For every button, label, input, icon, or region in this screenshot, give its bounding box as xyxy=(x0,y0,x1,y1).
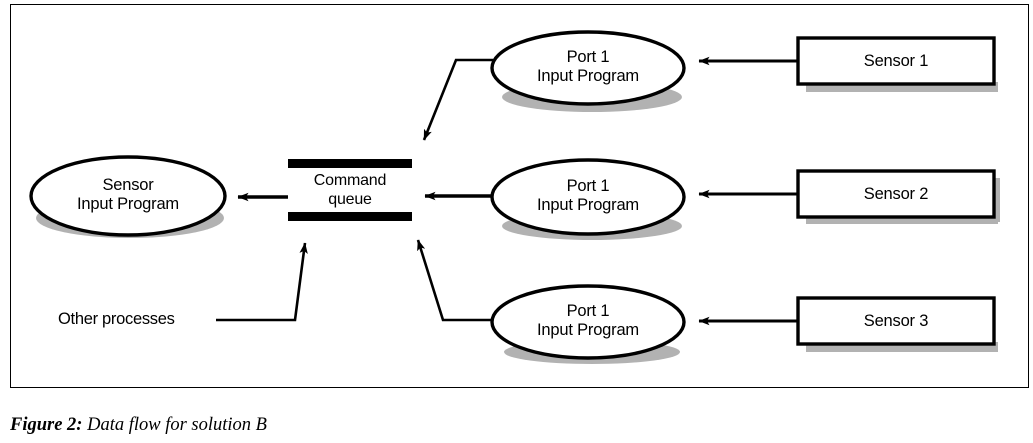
figure-caption-text: Data flow for solution B xyxy=(82,415,267,435)
sensor-1-label: Sensor 1 xyxy=(863,52,929,70)
figure-caption-label: Figure 2: xyxy=(10,415,83,435)
port-program-middle-line1: Port 1 xyxy=(566,177,610,195)
figure-caption: Figure 2: Data flow for solution B xyxy=(10,415,267,436)
command-queue-line2: queue xyxy=(328,190,372,208)
sensor-input-program-line2: Input Program xyxy=(77,195,179,214)
sensor-input-program-line1: Sensor xyxy=(102,176,154,194)
sensor-2-label: Sensor 2 xyxy=(863,185,929,203)
port-program-middle-line2: Input Program xyxy=(537,196,639,215)
command-queue-line1: Command xyxy=(313,172,387,189)
port-program-bottom-line2: Input Program xyxy=(537,321,639,340)
port-program-bottom-line1: Port 1 xyxy=(566,302,610,320)
port-program-top-line1: Port 1 xyxy=(566,48,610,66)
sensor-3-label: Sensor 3 xyxy=(863,312,929,330)
port-program-top-line2: Input Program xyxy=(537,67,639,86)
other-processes-label: Other processes xyxy=(58,310,175,328)
